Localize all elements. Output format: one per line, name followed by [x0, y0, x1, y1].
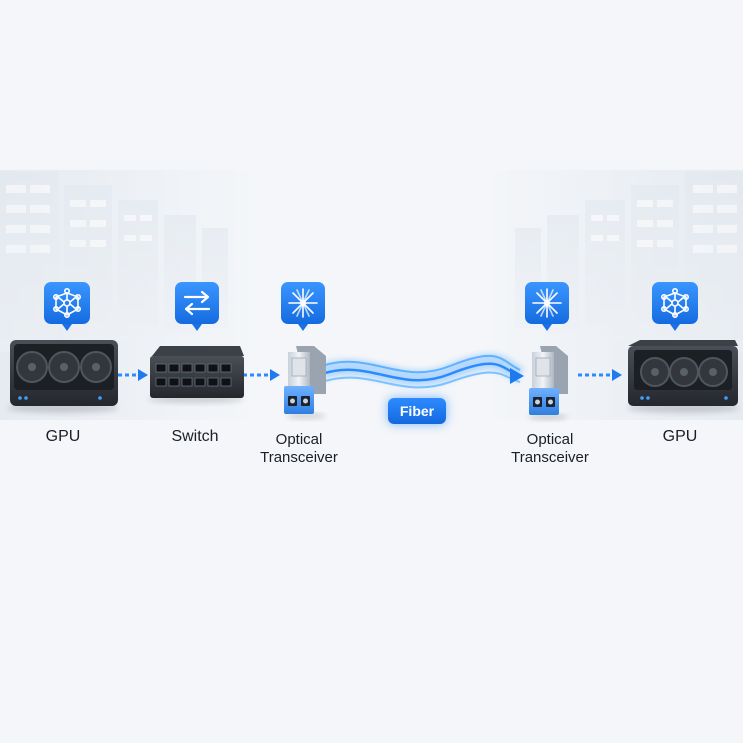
transceiver-left-label: Optical Transceiver — [260, 431, 338, 466]
server-racks-left — [0, 172, 228, 352]
arrow-transceiver-to-gpu — [578, 369, 622, 381]
optical-transceiver-left — [284, 346, 326, 419]
laser-starburst-icon — [525, 282, 569, 331]
neural-network-icon — [44, 282, 90, 331]
gpu-device-left — [7, 340, 119, 413]
fiber-link — [319, 353, 524, 389]
fiber-label: Fiber — [388, 398, 446, 424]
gpu-right-label: GPU — [662, 428, 698, 445]
arrow-gpu-to-switch — [118, 369, 148, 381]
gpu-fans — [640, 357, 728, 387]
neural-network-icon — [652, 282, 698, 331]
switch-ports — [155, 363, 232, 387]
transceiver-right-label: Optical Transceiver — [511, 431, 589, 466]
arrow-switch-to-transceiver — [243, 369, 280, 381]
network-switch — [148, 346, 244, 403]
gpu-fans — [16, 351, 112, 383]
optical-transceiver-right — [528, 346, 568, 420]
gpu-device-right — [627, 340, 739, 413]
switch-label: Switch — [171, 428, 219, 445]
swap-arrows-icon — [175, 282, 219, 331]
laser-starburst-icon — [281, 282, 325, 331]
gpu-left-label: GPU — [45, 428, 81, 445]
